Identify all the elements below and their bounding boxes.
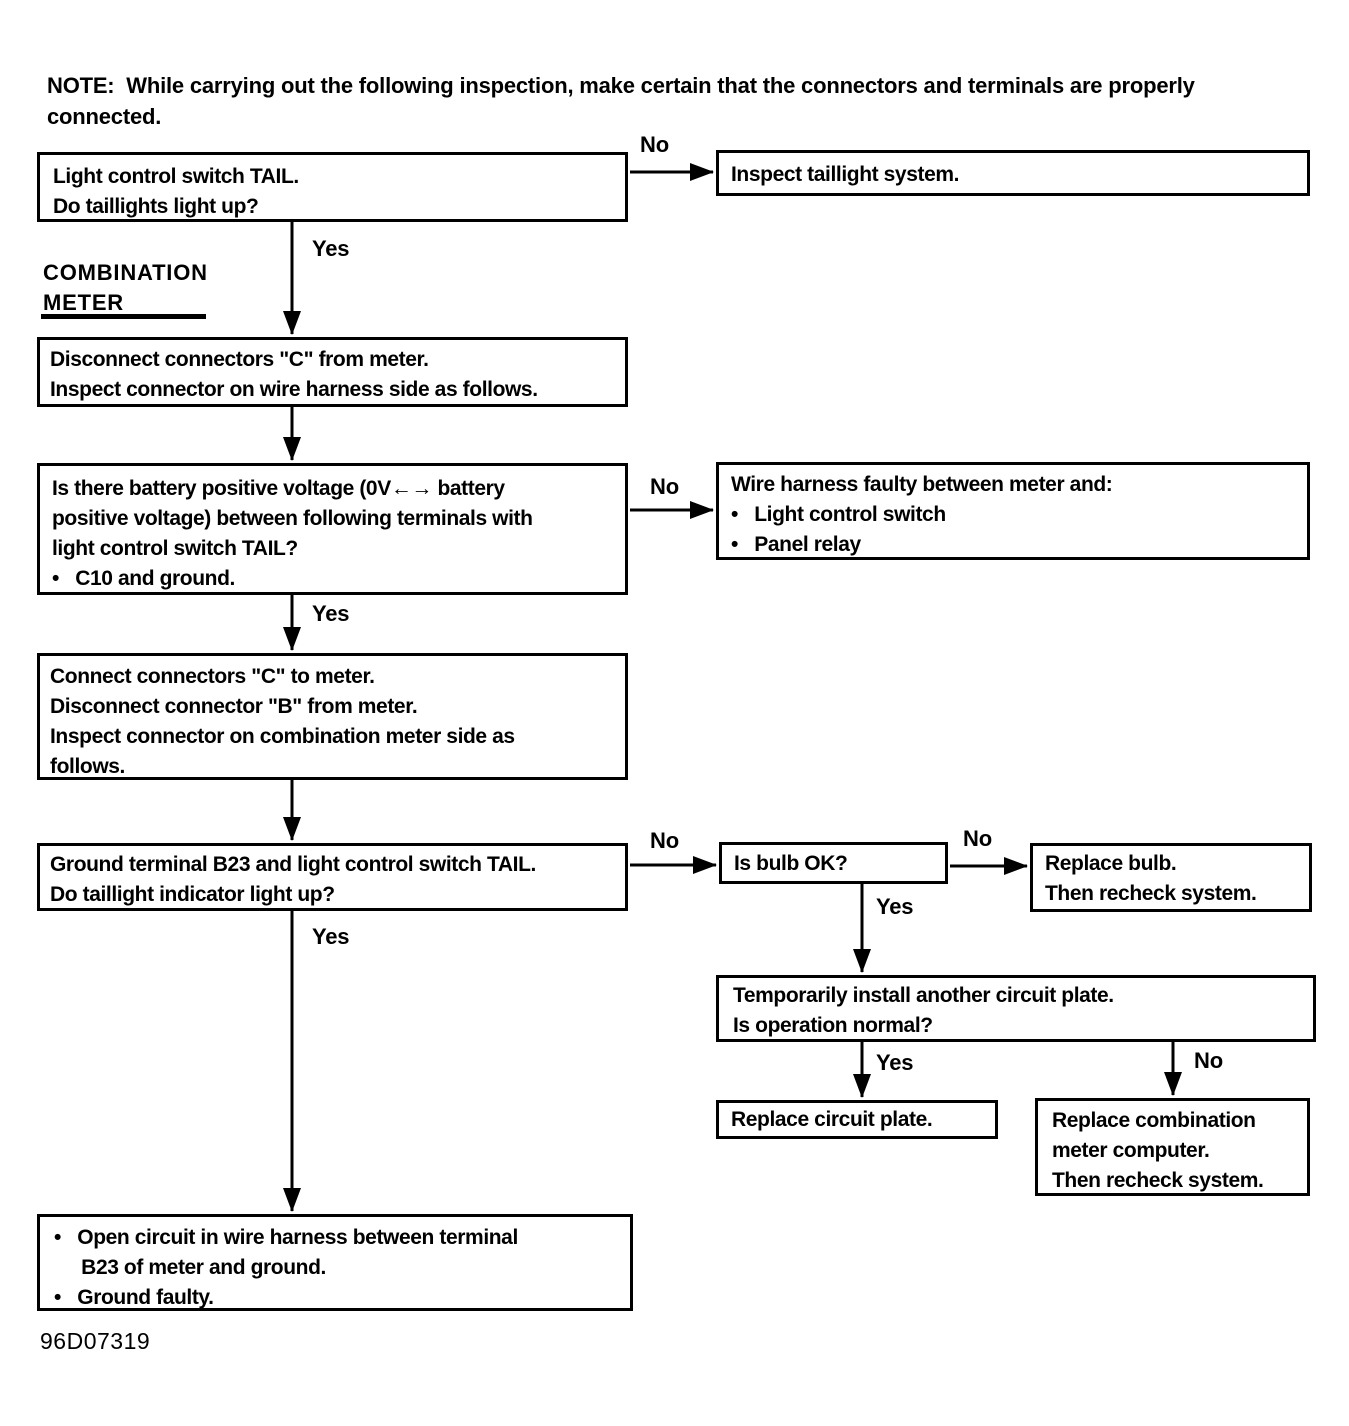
flow-node-text: Connect connectors "C" to meter. Disconn…: [50, 665, 515, 778]
flow-node-text: Is there battery positive voltage (0V←→ …: [52, 477, 533, 590]
flow-node-inspect-taillight-system: Inspect taillight system.: [716, 150, 1310, 196]
flow-node-text: • Open circuit in wire harness between t…: [54, 1226, 518, 1309]
flow-node-replace-meter-computer: Replace combination meter computer. Then…: [1035, 1098, 1310, 1196]
note-text: NOTE: While carrying out the following i…: [47, 73, 1195, 129]
flow-node-text: Replace combination meter computer. Then…: [1052, 1109, 1264, 1192]
edge-label-yes: Yes: [876, 1050, 914, 1075]
flow-node-text: Is bulb OK?: [734, 852, 848, 875]
flow-node-text: Replace bulb. Then recheck system.: [1045, 852, 1257, 905]
flow-node-replace-circuit-plate: Replace circuit plate.: [716, 1100, 998, 1139]
edge-label-no: No: [650, 828, 679, 853]
edge-label-no: No: [1194, 1048, 1223, 1073]
section-label-combination-meter: COMBINATION METER: [43, 260, 208, 315]
flow-node-open-circuit-or-ground-faulty: • Open circuit in wire harness between t…: [37, 1214, 633, 1311]
flow-node-text: Temporarily install another circuit plat…: [733, 984, 1114, 1037]
flow-node-is-bulb-ok: Is bulb OK?: [719, 842, 948, 884]
edge-label-no: No: [650, 474, 679, 499]
flow-node-battery-positive-voltage: Is there battery positive voltage (0V←→ …: [37, 463, 628, 595]
edge-label-yes: Yes: [312, 601, 350, 626]
flow-node-disconnect-connectors-c: Disconnect connectors "C" from meter. In…: [37, 337, 628, 407]
section-underline: [41, 314, 206, 319]
flow-node-text: Inspect taillight system.: [731, 163, 960, 186]
flow-node-text: Wire harness faulty between meter and: •…: [731, 473, 1113, 556]
edge-label-yes: Yes: [312, 236, 350, 261]
edge-label-no: No: [640, 132, 669, 157]
figure-id: 96D07319: [40, 1328, 151, 1354]
flow-node-connect-c-disconnect-b: Connect connectors "C" to meter. Disconn…: [37, 653, 628, 780]
edge-label-yes: Yes: [312, 924, 350, 949]
flow-node-text: Replace circuit plate.: [731, 1108, 933, 1131]
flow-node-ground-terminal-b23: Ground terminal B23 and light control sw…: [37, 843, 628, 911]
edge-label-no: No: [963, 826, 992, 851]
flow-node-replace-bulb: Replace bulb. Then recheck system.: [1030, 843, 1312, 912]
flow-node-wire-harness-faulty: Wire harness faulty between meter and: •…: [716, 462, 1310, 560]
flow-node-light-control-switch: Light control switch TAIL. Do taillights…: [37, 152, 628, 222]
flow-node-text: Ground terminal B23 and light control sw…: [50, 853, 536, 906]
flow-node-install-circuit-plate: Temporarily install another circuit plat…: [716, 975, 1316, 1042]
flow-node-text: Light control switch TAIL. Do taillights…: [53, 165, 299, 218]
flow-node-text: Disconnect connectors "C" from meter. In…: [50, 348, 538, 401]
edge-label-yes: Yes: [876, 894, 914, 919]
